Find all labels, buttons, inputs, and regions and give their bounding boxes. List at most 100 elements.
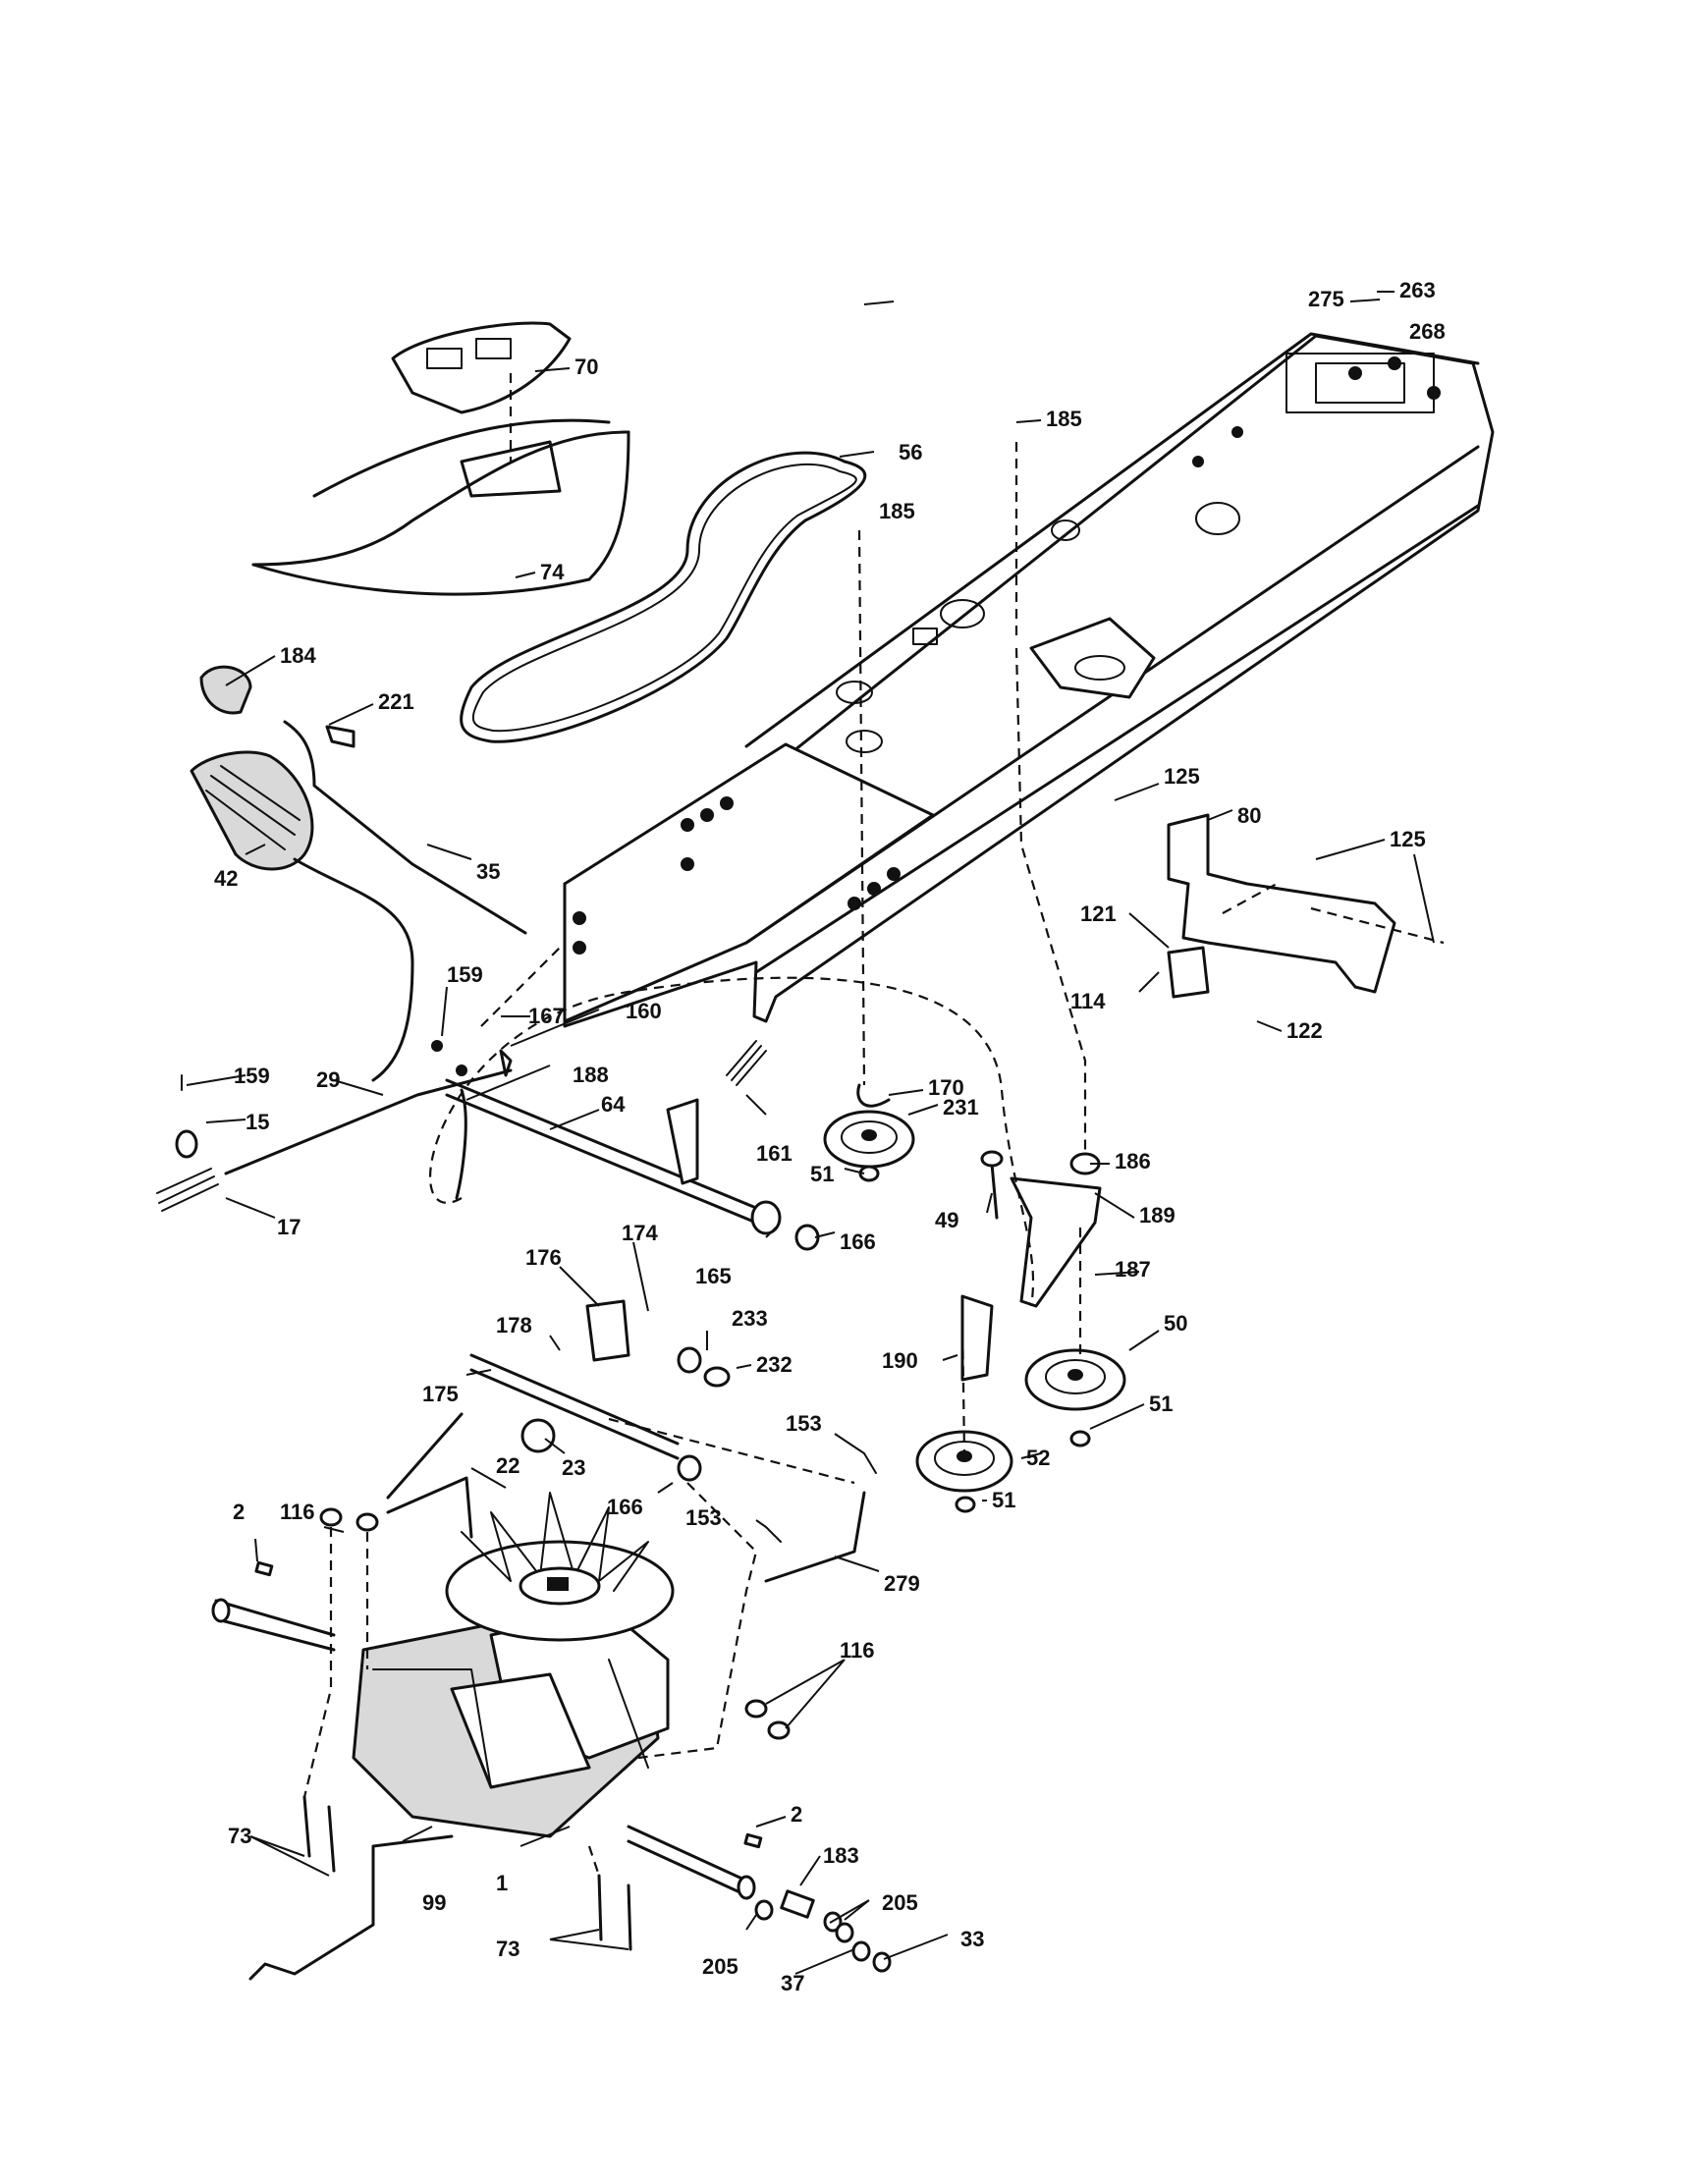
- callout-15: 15: [246, 1110, 269, 1134]
- callout-116: 116: [280, 1500, 315, 1524]
- pulley-231: [823, 1110, 915, 1169]
- cap-184: [199, 665, 252, 715]
- parts-159-167-160: [181, 1040, 513, 1091]
- knob-23: [520, 1418, 556, 1453]
- callout-279: 279: [884, 1571, 920, 1596]
- callout-leaders: [186, 291, 1435, 1975]
- callout-116: 116: [840, 1638, 875, 1663]
- callout-52: 52: [1026, 1446, 1050, 1470]
- callout-2: 2: [791, 1802, 802, 1827]
- callout-176: 176: [525, 1245, 562, 1270]
- callout-64: 64: [601, 1092, 626, 1117]
- washer-166b: [677, 1454, 702, 1482]
- callout-153: 153: [685, 1505, 722, 1530]
- spring-161: [726, 1040, 767, 1086]
- callout-233: 233: [732, 1306, 768, 1331]
- callout-205: 205: [702, 1954, 738, 1979]
- transaxle-1: [211, 1598, 756, 1900]
- callout-74: 74: [540, 560, 565, 584]
- clip-153: [765, 1452, 877, 1543]
- callout-275: 275: [1308, 287, 1344, 311]
- cooling-fan: [445, 1492, 675, 1642]
- callout-42: 42: [214, 866, 238, 891]
- chassis-frame: [563, 332, 1495, 1028]
- callout-121: 121: [1080, 901, 1117, 926]
- bracket-190: [960, 1294, 994, 1382]
- idler-arm-189: [1010, 1176, 1102, 1308]
- callout-80: 80: [1237, 803, 1261, 828]
- callout-178: 178: [496, 1313, 532, 1338]
- callout-23: 23: [562, 1455, 585, 1480]
- plate-121: [1167, 946, 1210, 999]
- bracket-188: [666, 1098, 699, 1185]
- callout-122: 122: [1286, 1018, 1323, 1043]
- bushing-165: [750, 1200, 782, 1235]
- callout-70: 70: [574, 355, 598, 379]
- callout-159: 159: [234, 1064, 270, 1088]
- callout-73: 73: [496, 1937, 519, 1961]
- callout-51: 51: [810, 1162, 834, 1186]
- pulley-52: [915, 1430, 1013, 1493]
- callout-159: 159: [447, 962, 483, 987]
- nut-51c: [955, 1496, 976, 1513]
- arm-170: [856, 1083, 891, 1108]
- callout-22: 22: [496, 1453, 519, 1478]
- shift-bracket-176: [585, 1299, 630, 1362]
- callout-49: 49: [935, 1208, 958, 1232]
- callout-186: 186: [1115, 1149, 1151, 1174]
- bracket-80: [1167, 813, 1396, 994]
- callout-51: 51: [992, 1488, 1015, 1512]
- dash-cover-70: [391, 321, 572, 414]
- callout-37: 37: [781, 1971, 804, 1995]
- callout-190: 190: [882, 1348, 918, 1373]
- pedal-pad-42: [190, 750, 314, 871]
- callout-183: 183: [823, 1843, 859, 1868]
- callout-99: 99: [422, 1890, 446, 1915]
- callout-160: 160: [626, 999, 662, 1023]
- axle-parts: [254, 1560, 892, 1973]
- callout-184: 184: [280, 643, 316, 668]
- callout-114: 114: [1070, 989, 1106, 1013]
- callout-33: 33: [960, 1927, 984, 1951]
- callout-232: 232: [756, 1352, 793, 1377]
- shift-arm-22: [386, 1412, 473, 1539]
- callout-189: 189: [1139, 1203, 1176, 1228]
- callout-174: 174: [622, 1221, 658, 1245]
- pulley-50: [1024, 1348, 1126, 1411]
- callout-263: 263: [1399, 278, 1436, 302]
- callout-50: 50: [1164, 1311, 1187, 1336]
- washer-233: [677, 1346, 702, 1374]
- callout-166: 166: [607, 1495, 643, 1519]
- callout-175: 175: [422, 1382, 459, 1406]
- callout-1: 1: [496, 1871, 508, 1895]
- rod-99: [248, 1834, 454, 1981]
- nuts-116: [319, 1507, 791, 1740]
- rod-29: [224, 1068, 513, 1175]
- callout-166: 166: [840, 1229, 876, 1254]
- callout-labels: 263 275 268 70 185 56 185 74 184 221 35 …: [214, 278, 1446, 1995]
- pedal-arm: [283, 720, 527, 1082]
- callout-17: 17: [277, 1215, 301, 1239]
- bolt-73a: [302, 1795, 336, 1873]
- callout-73: 73: [228, 1824, 251, 1848]
- rod-279: [764, 1491, 866, 1583]
- callout-29: 29: [316, 1067, 340, 1092]
- callout-188: 188: [573, 1063, 609, 1087]
- callout-165: 165: [695, 1264, 732, 1288]
- bolt-232: [703, 1366, 731, 1388]
- callout-231: 231: [943, 1095, 979, 1119]
- callout-205: 205: [882, 1890, 918, 1915]
- callout-125: 125: [1390, 827, 1426, 851]
- callout-170: 170: [928, 1075, 964, 1100]
- drive-belt-56: [460, 451, 867, 743]
- clip-221: [325, 725, 355, 748]
- spring-17: [156, 1168, 219, 1212]
- callout-187: 187: [1115, 1257, 1151, 1282]
- bolt-49: [980, 1150, 1004, 1220]
- callout-161: 161: [756, 1141, 793, 1166]
- callout-185: 185: [1046, 407, 1082, 431]
- callout-268: 268: [1409, 319, 1446, 344]
- hood-panel: [251, 418, 630, 596]
- callout-125: 125: [1164, 764, 1200, 789]
